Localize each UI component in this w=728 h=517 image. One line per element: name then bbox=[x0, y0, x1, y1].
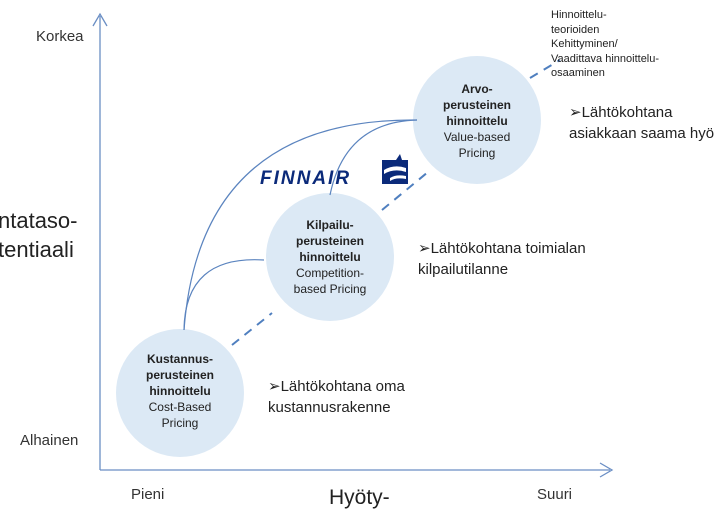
finnair-f-icon bbox=[382, 154, 408, 184]
note-cost: ➢Lähtökohtana oma kustannusrakenne bbox=[268, 376, 405, 418]
bubble-competition bbox=[266, 193, 394, 321]
top-note-line3: Kehittyminen/ bbox=[551, 38, 618, 51]
bubble-value bbox=[413, 56, 541, 184]
curve-cost-to-value bbox=[183, 119, 418, 331]
note-competition: ➢Lähtökohtana toimialan kilpailutilanne bbox=[418, 238, 586, 280]
y-low-label: Alhainen bbox=[20, 432, 79, 449]
x-high-label: Suuri bbox=[537, 486, 573, 503]
curve-competition-to-value bbox=[329, 119, 418, 196]
note-value: ➢Lähtökohtana asiakkaan saama hyö bbox=[569, 102, 714, 144]
y-axis-title: ntataso- tentiaali bbox=[0, 206, 78, 264]
trend-dash-3 bbox=[529, 59, 561, 79]
finnair-logo-text: FINNAIR bbox=[260, 168, 352, 189]
curve-cost-to-competition bbox=[183, 259, 265, 331]
note-competition-line1: ➢Lähtökohtana toimialan bbox=[418, 240, 586, 257]
note-cost-line1: ➢Lähtökohtana oma bbox=[268, 378, 405, 395]
note-competition-line2: kilpailutilanne bbox=[418, 261, 509, 278]
top-note-line5: osaaminen bbox=[551, 67, 605, 80]
y-axis-arrowhead bbox=[92, 12, 108, 27]
note-cost-line2: kustannusrakenne bbox=[268, 399, 391, 416]
y-axis-title-line2: tentiaali bbox=[0, 237, 74, 262]
trend-dash-2 bbox=[381, 171, 429, 211]
note-value-line1: ➢Lähtökohtana bbox=[569, 104, 673, 121]
bubble-competition-title-3: hinnoittelu bbox=[299, 250, 361, 264]
trend-dash-1 bbox=[231, 312, 273, 346]
bubble-value-title-2: perusteinen bbox=[442, 98, 511, 112]
bubble-cost-title-3: hinnoittelu bbox=[149, 384, 211, 398]
top-note: Hinnoittelu- teorioiden Kehittyminen/ Va… bbox=[551, 8, 659, 81]
bubble-cost bbox=[116, 329, 244, 457]
bubble-competition-title-1: Kilpailu- bbox=[306, 218, 354, 232]
note-value-line2: asiakkaan saama hyö bbox=[569, 125, 715, 142]
bubble-value-text: Arvo- perusteinen hinnoittelu Value-base… bbox=[417, 81, 537, 161]
bubble-competition-text: Kilpailu- perusteinen hinnoittelu Compet… bbox=[270, 217, 390, 297]
top-note-line2: teorioiden bbox=[551, 23, 600, 36]
finnair-logo: FINNAIR bbox=[260, 154, 410, 189]
bubble-value-sub-2: Pricing bbox=[458, 146, 496, 160]
top-note-line1: Hinnoittelu- bbox=[551, 9, 607, 21]
bubble-competition-title-2: perusteinen bbox=[295, 234, 364, 248]
bubble-cost-title-1: Kustannus- bbox=[147, 352, 213, 366]
x-axis-arrowhead bbox=[599, 462, 614, 478]
bubble-value-title-1: Arvo- bbox=[461, 82, 493, 96]
bubble-cost-sub-2: Pricing bbox=[161, 416, 199, 430]
bubble-cost-sub-1: Cost-Based bbox=[148, 400, 212, 414]
y-axis-title-line1: ntataso- bbox=[0, 208, 78, 233]
bubble-value-sub-1: Value-based bbox=[443, 130, 511, 144]
x-low-label: Pieni bbox=[131, 486, 165, 503]
bubble-cost-text: Kustannus- perusteinen hinnoittelu Cost-… bbox=[120, 351, 240, 431]
x-axis-title: Hyöty- bbox=[329, 486, 390, 509]
bubble-value-title-3: hinnoittelu bbox=[446, 114, 508, 128]
y-high-label: Korkea bbox=[36, 28, 84, 45]
bubble-competition-sub-1: Competition- bbox=[295, 266, 365, 280]
bubble-cost-title-2: perusteinen bbox=[145, 368, 214, 382]
bubble-competition-sub-2: based Pricing bbox=[293, 282, 367, 296]
top-note-line4: Vaadittava hinnoittelu- bbox=[551, 52, 660, 65]
